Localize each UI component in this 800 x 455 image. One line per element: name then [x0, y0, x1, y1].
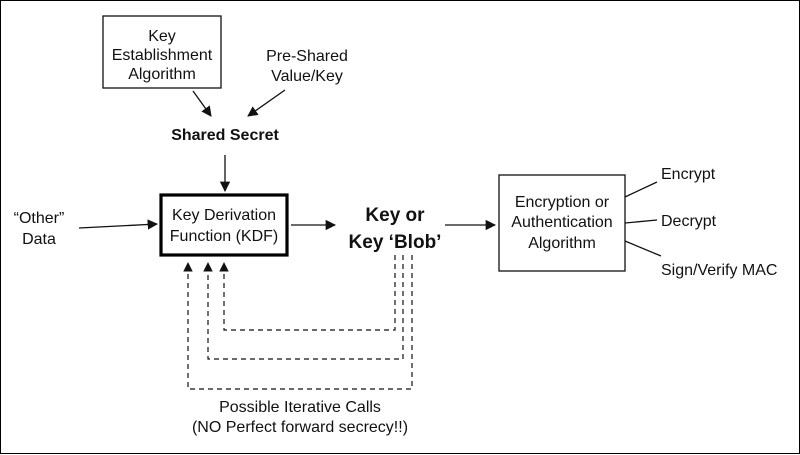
iterative-note-line-2: (NO Perfect forward secrecy!!)	[192, 419, 408, 436]
iterative-note: Possible Iterative Calls (NO Perfect for…	[192, 399, 408, 436]
kdf-line-2: Function (KDF)	[170, 228, 278, 245]
line-to-encrypt	[624, 181, 658, 198]
other-data-line-1: “Other”	[14, 210, 65, 227]
key-blob-line-1: Key or	[365, 205, 425, 226]
line-to-sign	[624, 240, 662, 257]
feedback-loop-outer	[183, 255, 413, 390]
kdf-line-1: Key Derivation	[172, 207, 276, 224]
key-establishment-line-2: Establishment	[112, 47, 213, 64]
encryption-line-1: Encryption or	[515, 194, 610, 211]
pre-shared-line-2: Value/Key	[271, 68, 343, 85]
encryption-line-3: Algorithm	[528, 235, 596, 252]
key-establishment-box: Key Establishment Algorithm	[102, 15, 222, 89]
encryption-line-2: Authentication	[511, 214, 612, 231]
key-establishment-line-3: Algorithm	[128, 66, 196, 83]
other-data-label: “Other” Data	[14, 210, 65, 248]
pre-shared-label: Pre-Shared Value/Key	[266, 48, 348, 85]
line-to-decrypt	[624, 219, 658, 224]
key-establishment-line-1: Key	[148, 28, 176, 45]
key-blob-line-2: Key ‘Blob’	[349, 232, 442, 253]
arrow-keyest-to-secret	[192, 90, 212, 117]
kdf-box: Key Derivation Function (KDF)	[159, 193, 289, 257]
iterative-note-line-1: Possible Iterative Calls	[219, 399, 381, 416]
key-blob-label: Key or Key ‘Blob’	[349, 205, 442, 253]
output-decrypt: Decrypt	[661, 213, 717, 230]
encryption-box: Encryption or Authentication Algorithm	[498, 174, 626, 272]
arrow-otherdata-to-kdf	[78, 219, 159, 230]
output-sign-verify-mac: Sign/Verify MAC	[661, 262, 777, 279]
pre-shared-line-1: Pre-Shared	[266, 48, 348, 65]
arrow-preshared-to-secret	[247, 89, 286, 117]
output-encrypt: Encrypt	[661, 166, 716, 183]
feedback-loop-middle	[203, 255, 404, 360]
other-data-line-2: Data	[22, 231, 56, 248]
feedback-loop-inner	[219, 255, 396, 331]
shared-secret-label: Shared Secret	[171, 127, 279, 144]
